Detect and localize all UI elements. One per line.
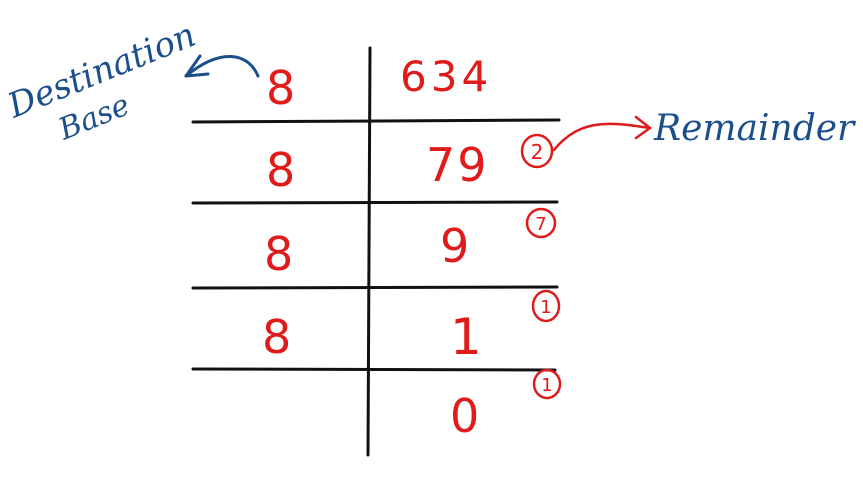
remainder-1: 2 <box>520 133 554 169</box>
row-line-3 <box>191 285 559 290</box>
divisor-row-1: 8 <box>266 61 295 115</box>
remainder-arrow-curve <box>552 122 652 152</box>
quotient-row-5: 0 <box>450 389 479 443</box>
remainder-3-value: 1 <box>540 297 551 318</box>
vertical-divider <box>366 46 372 457</box>
remainder-2-value: 7 <box>535 214 546 235</box>
divisor-row-2: 8 <box>266 143 295 197</box>
quotient-row-4: 1 <box>450 308 482 366</box>
quotient-row-3: 9 <box>440 219 469 273</box>
row-line-4 <box>191 367 557 372</box>
remainder-4: 1 <box>532 368 562 400</box>
remainder-4-value: 1 <box>541 375 552 396</box>
remainder-3: 1 <box>531 289 561 323</box>
destination-arrow-curve <box>184 55 260 78</box>
row-line-1 <box>191 118 561 124</box>
dividend-value: 634 <box>400 52 492 101</box>
divisor-row-4: 8 <box>262 310 291 364</box>
destination-arrow-head <box>184 54 210 78</box>
remainder-label: Remainder <box>653 108 856 149</box>
remainder-2: 7 <box>525 207 557 239</box>
remainder-arrow-head <box>634 115 652 140</box>
remainder-1-value: 2 <box>531 140 544 164</box>
divisor-row-3: 8 <box>264 227 293 281</box>
quotient-row-2: 79 <box>426 138 489 192</box>
row-line-2 <box>191 200 559 205</box>
